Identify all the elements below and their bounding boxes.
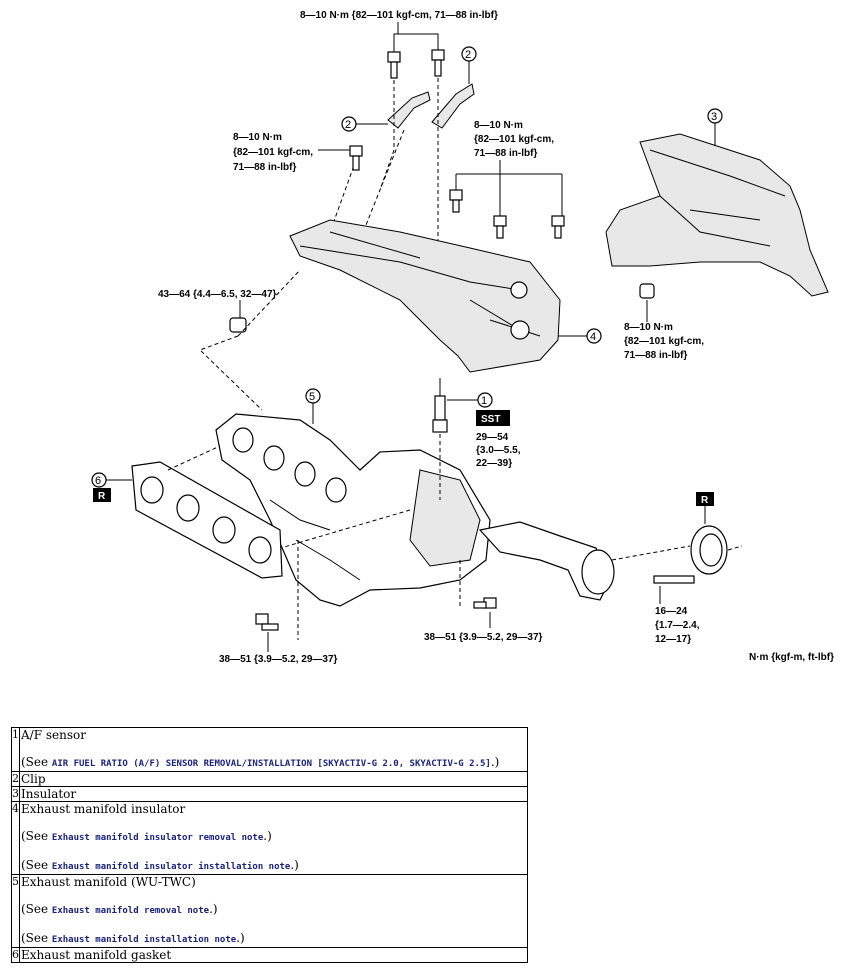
callout-3: 3: [711, 111, 717, 123]
callout-5: 5: [309, 391, 315, 403]
reference-link[interactable]: Exhaust manifold insulator removal note: [51, 833, 264, 843]
reference-line: (See Exhaust manifold removal note.): [21, 902, 526, 918]
replace-badge-right: R: [701, 495, 709, 506]
reference-line: (See Exhaust manifold insulator removal …: [21, 829, 526, 845]
table-row: 3 Insulator: [11, 786, 528, 802]
manifold-insulator-shape: [289, 219, 561, 373]
part-name: Exhaust manifold (WU-TWC): [21, 875, 196, 889]
torque-sensor-2: {3.0—5.5,: [476, 445, 521, 456]
torque-left-1: 8—10 N·m: [233, 132, 282, 143]
bolt-icon: [551, 215, 565, 239]
sst-badge: SST: [481, 414, 500, 425]
gasket-shape: [131, 461, 283, 579]
ref-suffix: .): [236, 931, 245, 945]
stud-icon: [653, 575, 695, 584]
torque-nut: 43—64 {4.4—6.5, 32—47}: [158, 289, 277, 300]
bolt-icon: [449, 189, 463, 213]
torque-top: 8—10 N·m {82—101 kgf-cm, 71—88 in-lbf}: [300, 10, 498, 21]
nut-icon: [229, 317, 247, 333]
reference-link[interactable]: AIR FUEL RATIO (A/F) SENSOR REMOVAL/INST…: [51, 759, 491, 769]
callout-1: 1: [481, 395, 487, 407]
ref-prefix: (See: [21, 755, 52, 769]
callout-2a: 2: [465, 49, 471, 61]
part-name: Clip: [19, 771, 528, 787]
callout-4: 4: [590, 331, 596, 343]
torque-sensor-1: 29—54: [476, 432, 509, 443]
torque-stud-3: 12—17}: [655, 634, 691, 645]
ref-suffix: .): [490, 755, 500, 769]
reference-line: (See Exhaust manifold insulator installa…: [21, 858, 526, 874]
ref-prefix: (See: [21, 902, 52, 916]
part-number: 6: [11, 947, 20, 963]
part-name: Exhaust manifold insulator: [21, 802, 186, 816]
ref-suffix: .): [209, 902, 218, 916]
ref-prefix: (See: [21, 829, 52, 843]
bolt-icon: [473, 597, 497, 609]
bolt-icon: [493, 215, 507, 239]
part-number: 3: [11, 786, 20, 802]
bolt-icon: [255, 613, 279, 631]
ref-prefix: (See: [21, 858, 52, 872]
ref-prefix: (See: [21, 931, 52, 945]
table-row: 4 Exhaust manifold insulator (See Exhaus…: [11, 801, 528, 875]
nut-icon: [639, 283, 655, 299]
reference-line: (See Exhaust manifold installation note.…: [21, 931, 526, 947]
parts-legend-table: 1 A/F sensor (See AIR FUEL RATIO (A/F) S…: [11, 727, 528, 963]
torque-left-2: {82—101 kgf-cm,: [233, 147, 313, 158]
exploded-diagram: 8—10 N·m {82—101 kgf-cm, 71—88 in-lbf} 2…: [91, 10, 834, 665]
replace-badge-left: R: [98, 491, 106, 502]
part-cell: Exhaust manifold (WU-TWC) (See Exhaust m…: [19, 874, 528, 948]
bolt-icon: [349, 145, 363, 171]
torque-right-1: 8—10 N·m: [624, 322, 673, 333]
torque-stud-1: 16—24: [655, 606, 688, 617]
torque-sensor-3: 22—39}: [476, 458, 512, 469]
torque-bottom-mid: 38—51 {3.9—5.2, 29—37}: [424, 632, 543, 643]
torque-bottom-left: 38—51 {3.9—5.2, 29—37}: [219, 654, 338, 665]
part-name: Insulator: [19, 786, 528, 802]
part-cell: Exhaust manifold insulator (See Exhaust …: [19, 801, 528, 875]
af-sensor-icon: [432, 378, 448, 433]
callout-6: 6: [95, 475, 101, 487]
part-name: Exhaust manifold gasket: [19, 947, 528, 963]
callout-2b: 2: [345, 119, 351, 131]
torque-mid-1: 8—10 N·m: [474, 120, 523, 131]
torque-mid-2: {82—101 kgf-cm,: [474, 134, 554, 145]
part-number: 2: [11, 771, 20, 787]
part-name: A/F sensor: [21, 728, 86, 742]
reference-line: (See AIR FUEL RATIO (A/F) SENSOR REMOVAL…: [21, 755, 526, 771]
part-number: 4: [11, 801, 20, 875]
part-number: 1: [11, 727, 20, 772]
part-number: 5: [11, 874, 20, 948]
clip-icon: [387, 83, 475, 129]
part-cell: A/F sensor (See AIR FUEL RATIO (A/F) SEN…: [19, 727, 528, 772]
torque-left-3: 71—88 in-lbf}: [233, 162, 296, 173]
reference-link[interactable]: Exhaust manifold insulator installation …: [51, 862, 291, 872]
reference-link[interactable]: Exhaust manifold installation note: [51, 935, 237, 945]
torque-mid-3: 71—88 in-lbf}: [474, 148, 537, 159]
reference-link[interactable]: Exhaust manifold removal note: [51, 906, 210, 916]
seal-ring-shape: [690, 525, 728, 575]
torque-right-2: {82—101 kgf-cm,: [624, 336, 704, 347]
ref-suffix: .): [290, 858, 299, 872]
torque-stud-2: {1.7—2.4,: [655, 620, 700, 631]
insulator-shape: [605, 133, 829, 297]
table-row: 1 A/F sensor (See AIR FUEL RATIO (A/F) S…: [11, 727, 528, 772]
table-row: 6 Exhaust manifold gasket: [11, 947, 528, 963]
units-note: N·m {kgf-m, ft-lbf}: [749, 652, 834, 663]
table-row: 2 Clip: [11, 771, 528, 787]
torque-right-3: 71—88 in-lbf}: [624, 350, 687, 361]
exhaust-manifold-shape: [215, 413, 615, 607]
table-row: 5 Exhaust manifold (WU-TWC) (See Exhaust…: [11, 874, 528, 948]
bolt-icon: [431, 49, 445, 77]
bolt-icon: [387, 51, 401, 79]
ref-suffix: .): [263, 829, 272, 843]
